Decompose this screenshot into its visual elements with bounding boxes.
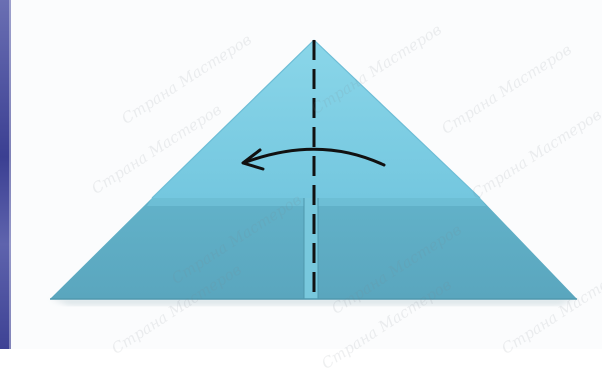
origami-photo: Страна Мастеров Страна Мастеров Страна М… [11,0,602,349]
center-gap [304,198,318,299]
slide-edge-strip [0,0,11,349]
bottom-right-flap-top-edge [318,198,486,206]
